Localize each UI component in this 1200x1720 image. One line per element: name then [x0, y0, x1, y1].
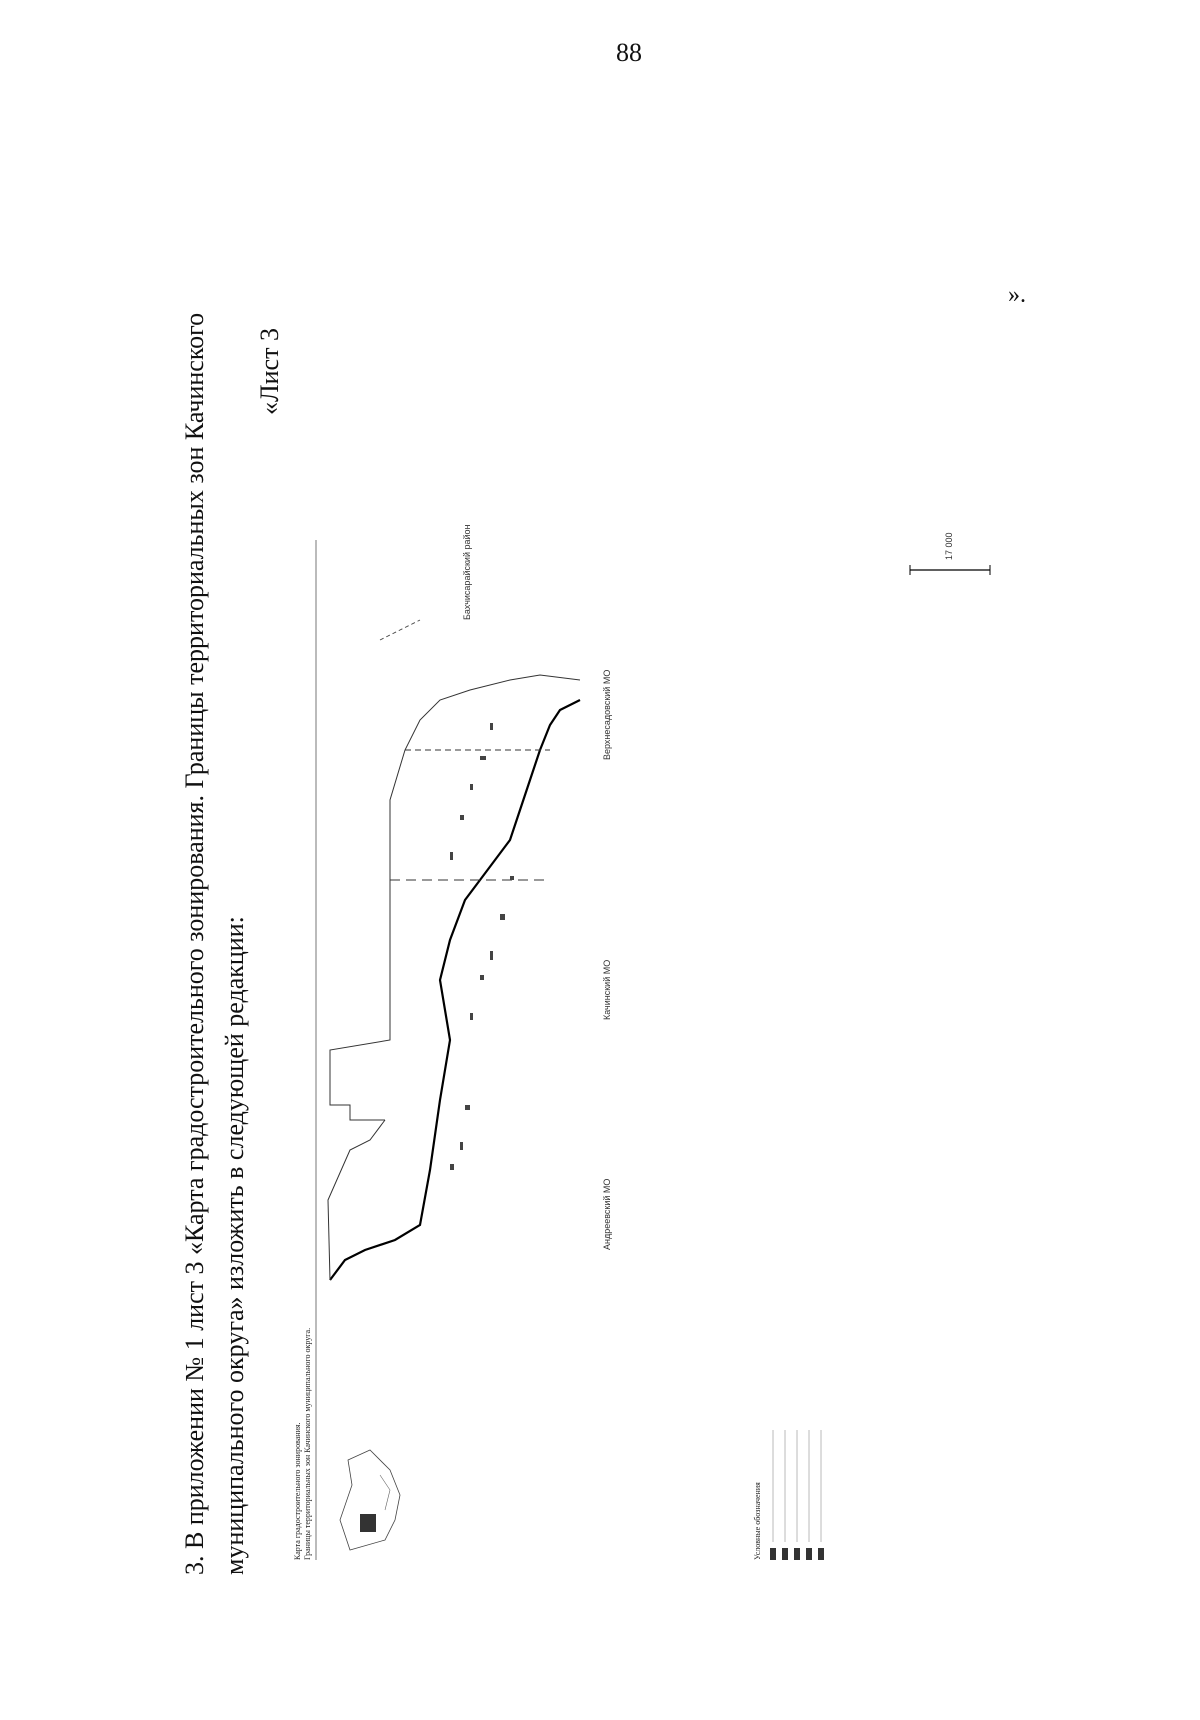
map-title-line-1: Карта градостроительного зонирования.	[293, 1422, 302, 1560]
label-vasilievsky: Бахчисарайский район	[462, 524, 472, 620]
amendment-text-line-2: муниципального округа» изложить в следую…	[220, 916, 249, 1575]
scale-bar: 17 000	[909, 532, 991, 575]
zoning-map: Карта градостроительного зонирования. Гр…	[290, 300, 1050, 1580]
label-verkhnesadovsky: Верхнесадовский МО	[602, 670, 612, 760]
inset-map	[339, 1449, 401, 1551]
legend: Условные обозначения	[753, 1430, 824, 1560]
closing-quote: ».	[1008, 282, 1026, 308]
label-kachinsky: Качинский МО	[602, 960, 612, 1020]
legend-title: Условные обозначения	[753, 1482, 762, 1560]
page-number: 88	[616, 38, 642, 67]
amendment-text-line-1: 3. В приложении № 1 лист 3 «Карта градос…	[180, 312, 209, 1575]
territory-outline	[327, 619, 581, 1281]
sheet-label: «Лист 3	[255, 328, 284, 415]
zoning-map-svg: Карта градостроительного зонирования. Гр…	[293, 524, 991, 1560]
built-up-areas	[450, 723, 514, 1170]
map-title-line-2: Границы территориальных зон Качинского м…	[303, 1328, 312, 1560]
scale-label: 17 000	[944, 532, 954, 560]
label-andreevsky: Андреевский МО	[602, 1179, 612, 1250]
